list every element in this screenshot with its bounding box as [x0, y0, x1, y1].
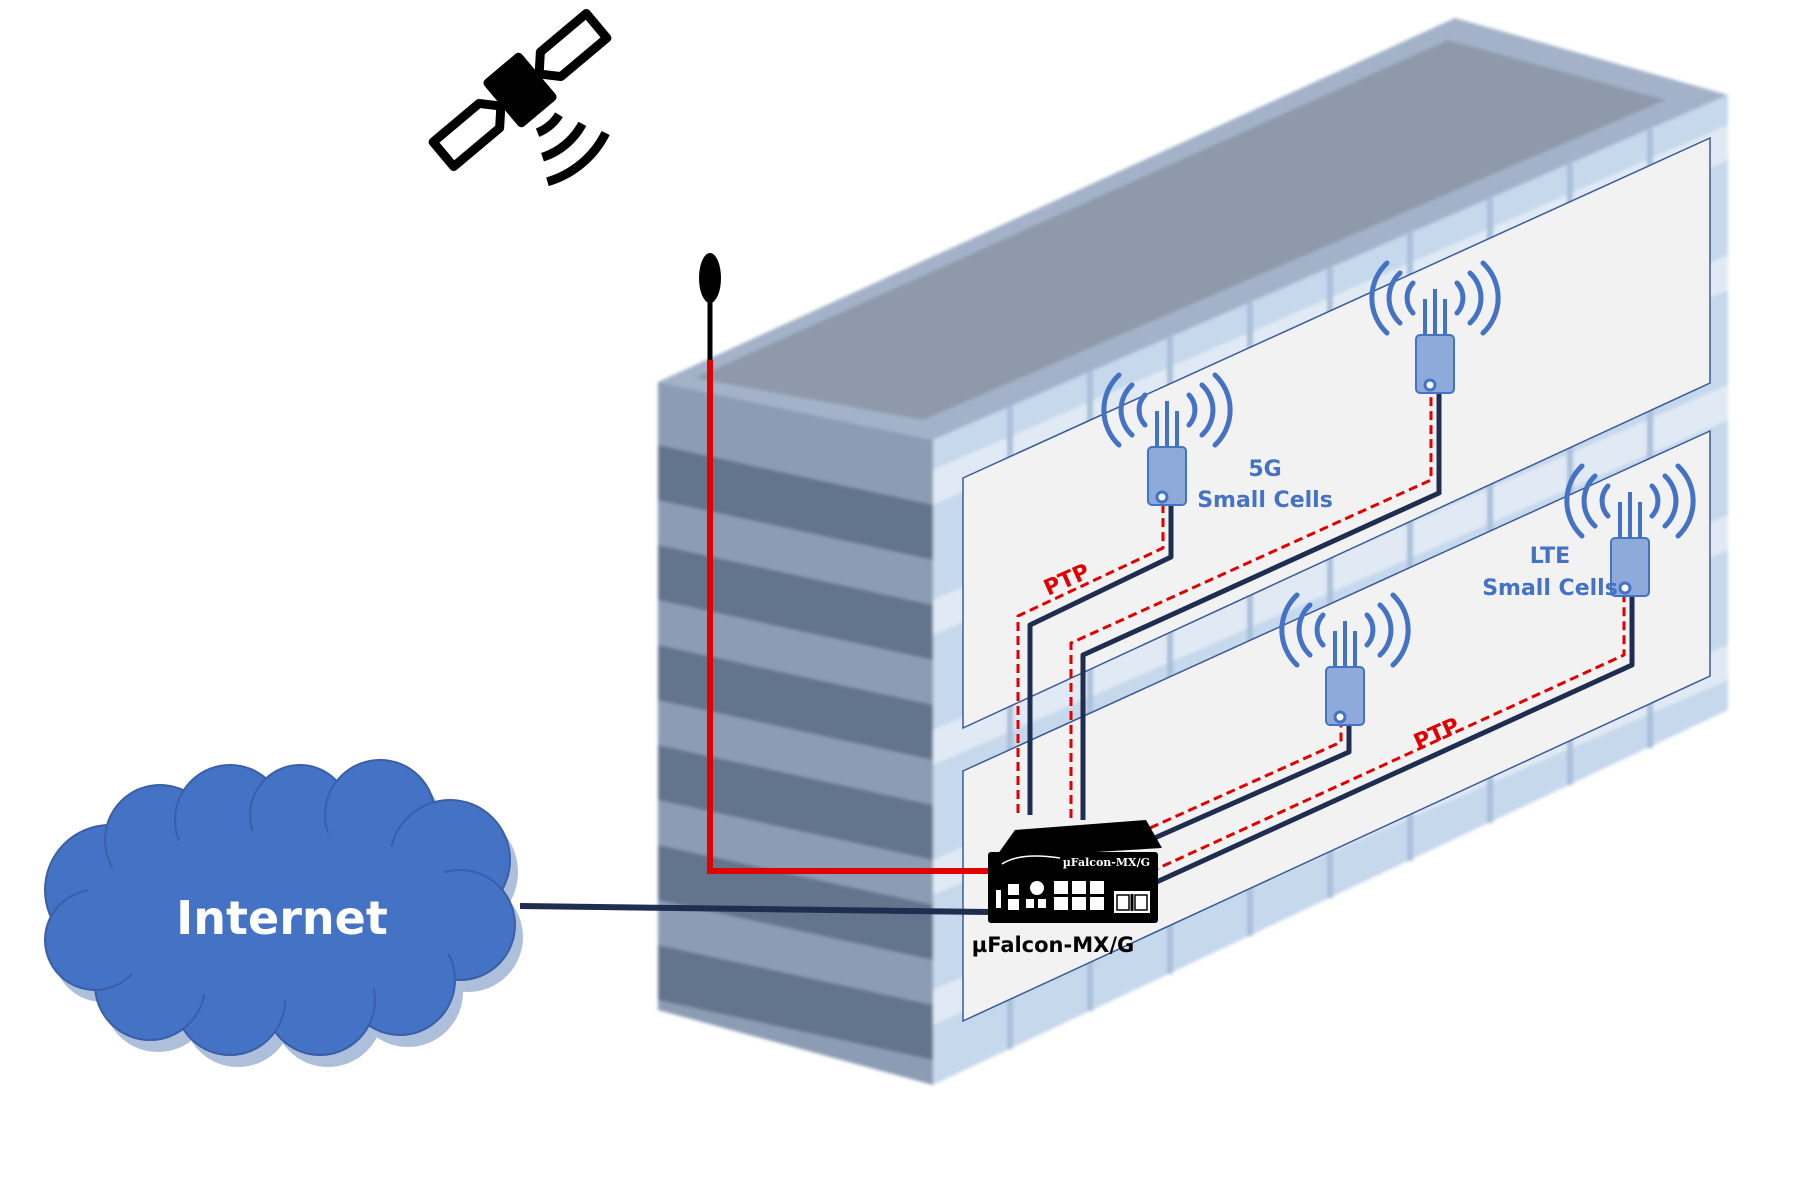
small-cell-5g-1 [1101, 372, 1233, 506]
small-cell-antenna-icon [1101, 372, 1233, 506]
label-lte-line1: LTE [1530, 544, 1570, 569]
label-lte-line2: Small Cells [1482, 576, 1618, 601]
label-5g-line2: Small Cells [1197, 488, 1333, 513]
cables [1016, 390, 1635, 888]
internet-cable [519, 903, 989, 915]
floor-panel-upper [962, 136, 1711, 730]
label-5g-line1: 5G [1248, 457, 1281, 482]
small-cell-antenna-icon [1279, 592, 1411, 726]
router-device-icon: µFalcon-MX/G [988, 820, 1162, 923]
satellite-icon [428, 8, 612, 187]
gps-antenna-icon [699, 253, 721, 360]
small-cell-antenna-icon [1564, 463, 1696, 597]
cloud-label: Internet [176, 891, 388, 945]
device-panel-label: µFalcon-MX/G [1063, 856, 1150, 869]
small-cell-lte-1 [1279, 592, 1411, 726]
small-cell-antenna-icon [1369, 260, 1501, 394]
small-cell-5g-2 [1369, 260, 1501, 394]
cloud-icon [44, 759, 523, 1067]
small-cell-lte-2 [1564, 463, 1696, 597]
gps-cable [707, 360, 988, 874]
device-label: µFalcon-MX/G [972, 933, 1134, 957]
